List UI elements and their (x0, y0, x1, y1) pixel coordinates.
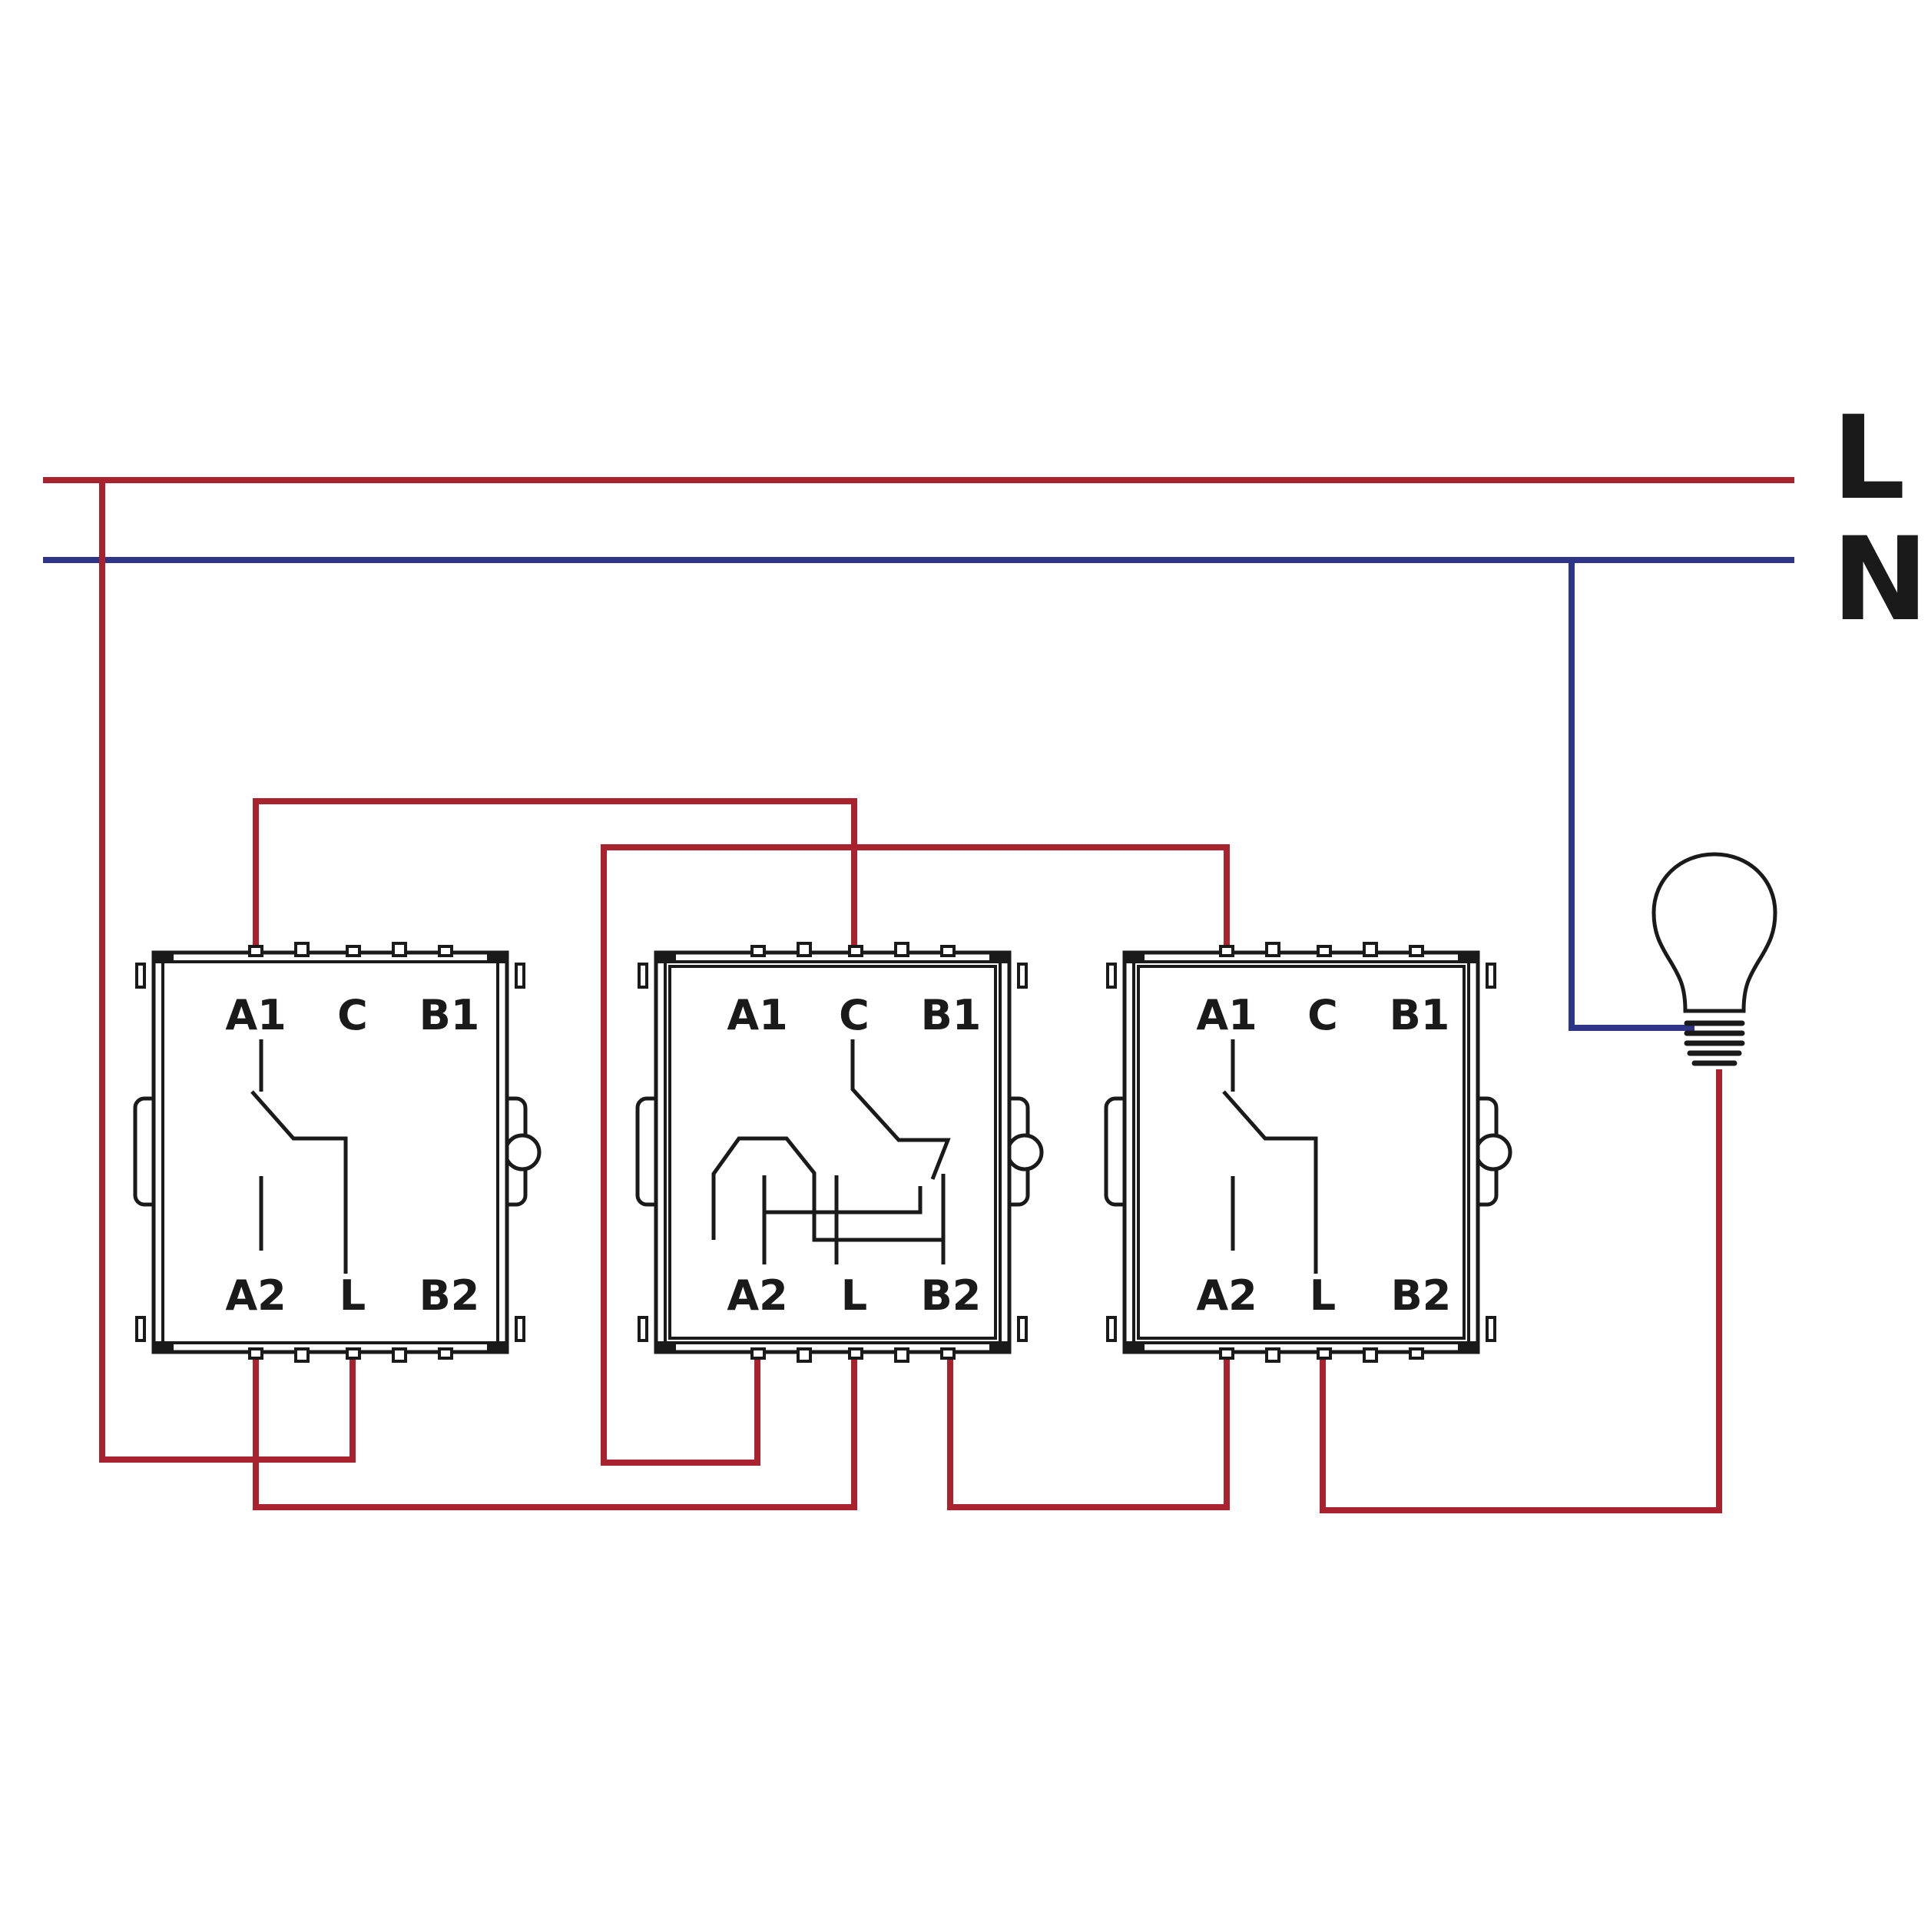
neutral-rail-label: N (1832, 513, 1928, 647)
neutral-to-lamp-wire (1569, 560, 1694, 1031)
screw-hole-icon (1474, 1133, 1512, 1171)
terminal-b1-label: B1 (419, 991, 480, 1039)
wire-s2-a2-to-s3-a1 (601, 844, 1230, 1466)
screw-hole-icon (1005, 1133, 1044, 1171)
terminal-c-label: C (1307, 991, 1338, 1039)
switch-contact-icon (1222, 1039, 1318, 1274)
switch-2: A1 C B1 A2 L B2 (635, 942, 1044, 1363)
terminal-a1-label: A1 (727, 991, 787, 1039)
live-rail-label: L (1832, 392, 1906, 525)
wire-s1-a1-to-s2-c (253, 798, 857, 955)
terminal-l-label: L (340, 1271, 366, 1320)
live-feed-wire (99, 480, 356, 1463)
light-bulb-icon (1651, 852, 1777, 1066)
terminal-a1-label: A1 (225, 991, 286, 1039)
terminal-a1-label: A1 (1196, 991, 1257, 1039)
terminal-b2-label: B2 (419, 1271, 480, 1320)
wire-s3-l-to-lamp (1320, 1069, 1722, 1513)
terminal-l-label: L (1310, 1271, 1336, 1320)
terminal-b1-label: B1 (1390, 991, 1450, 1039)
screw-hole-icon (503, 1133, 542, 1171)
switch-3: A1 C B1 A2 L B2 (1104, 942, 1512, 1363)
switch-contact-icon (711, 1039, 951, 1264)
terminal-a2-label: A2 (225, 1271, 286, 1320)
switch-1: A1 C B1 A2 L B2 (133, 942, 542, 1363)
switch-contact-icon (250, 1039, 348, 1274)
wire-s2-b2-to-s3-a2 (947, 1346, 1230, 1510)
terminal-b2-label: B2 (921, 1271, 982, 1320)
terminal-b1-label: B1 (921, 991, 982, 1039)
terminal-c-label: C (839, 991, 870, 1039)
terminal-l-label: L (841, 1271, 867, 1320)
terminal-b2-label: B2 (1391, 1271, 1452, 1320)
terminal-a2-label: A2 (1196, 1271, 1257, 1320)
terminal-a2-label: A2 (727, 1271, 787, 1320)
terminal-c-label: C (337, 991, 368, 1039)
wire-s1-a2-to-s2-l (253, 1346, 857, 1510)
